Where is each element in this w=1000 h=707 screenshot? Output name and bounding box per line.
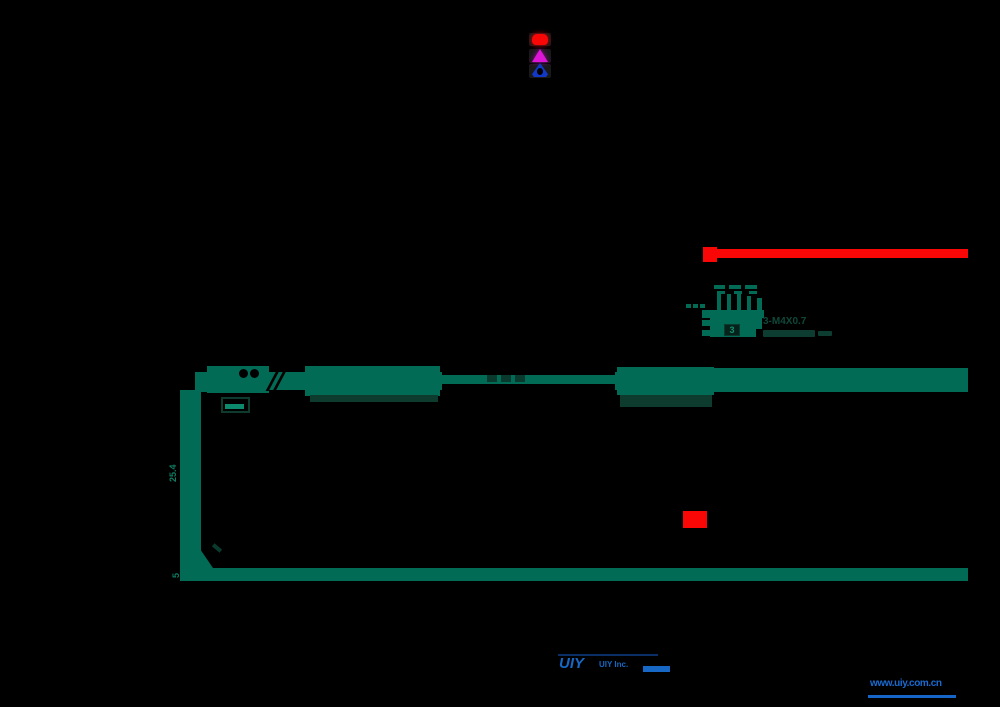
magenta-triangle-icon bbox=[532, 49, 548, 62]
edge-shadow bbox=[620, 395, 712, 407]
illegible-note bbox=[818, 331, 832, 336]
side-view-body-top bbox=[702, 310, 764, 318]
pin bbox=[737, 294, 741, 310]
left-edge bbox=[180, 390, 201, 581]
illegible-note bbox=[763, 330, 815, 337]
hole-count-tag: 3 bbox=[724, 324, 740, 336]
dim-arrow-mark bbox=[211, 543, 223, 553]
detail-callout-bar bbox=[225, 404, 244, 409]
top-edge-thin-mask bbox=[442, 384, 615, 390]
logo-text: UIY bbox=[559, 655, 585, 672]
pin bbox=[757, 298, 762, 311]
top-edge-block bbox=[638, 368, 968, 392]
footer-link-underline bbox=[868, 695, 956, 698]
thread-annotation: 3-M4X0.7 bbox=[763, 316, 807, 327]
hole-notch bbox=[250, 369, 259, 378]
dim-text-marks bbox=[700, 304, 705, 308]
left-edge-chamfer-bottom bbox=[200, 549, 213, 568]
logo-subtext: UIY Inc. bbox=[599, 660, 629, 669]
side-view-step bbox=[756, 318, 762, 329]
dim-text-marks bbox=[714, 285, 725, 289]
dim-text-marks bbox=[734, 291, 742, 294]
left-edge-chamfer-top bbox=[199, 372, 209, 392]
pin bbox=[747, 296, 751, 310]
top-edge-thin-mask bbox=[442, 372, 615, 375]
red-highlight-detail bbox=[683, 511, 707, 528]
hole-notch bbox=[239, 369, 248, 378]
logo-bar bbox=[643, 666, 670, 672]
side-view-tab bbox=[702, 320, 710, 326]
legend-icon-group bbox=[527, 30, 553, 80]
dim-text-marks bbox=[515, 375, 525, 382]
bottom-edge bbox=[183, 568, 968, 581]
edge-shadow bbox=[310, 395, 438, 402]
footer-link[interactable]: www.uiy.com.cn bbox=[870, 678, 942, 689]
dim-text-marks bbox=[729, 285, 741, 289]
vertical-dimension-label: 25.4 bbox=[168, 464, 178, 482]
corner-dimension-label: 5 bbox=[171, 572, 181, 578]
dim-text-marks bbox=[501, 375, 511, 382]
side-view-tab bbox=[702, 330, 710, 336]
dim-text-marks bbox=[487, 375, 497, 382]
dim-text-marks bbox=[693, 304, 698, 308]
brand-logo: UIY UIY Inc. bbox=[556, 652, 676, 674]
detail-callout-box bbox=[221, 397, 250, 413]
red-dimension-line bbox=[717, 249, 968, 258]
dim-text-marks bbox=[749, 291, 757, 294]
top-edge-block bbox=[207, 366, 269, 393]
dim-text-marks bbox=[686, 304, 691, 308]
top-edge-block bbox=[305, 366, 440, 396]
dim-arrow-tail bbox=[288, 376, 308, 387]
dim-text-marks bbox=[745, 285, 757, 289]
dim-text-marks bbox=[717, 291, 725, 294]
pin bbox=[717, 294, 721, 310]
pin bbox=[727, 294, 731, 310]
blue-marker-hole bbox=[537, 68, 543, 75]
footer-link-group: www.uiy.com.cn bbox=[866, 676, 958, 700]
red-marker-icon bbox=[532, 34, 548, 45]
logo-hairline bbox=[558, 654, 658, 656]
red-leader-block bbox=[703, 247, 717, 262]
side-view-drawing: 3 3-M4X0.7 bbox=[686, 282, 836, 344]
